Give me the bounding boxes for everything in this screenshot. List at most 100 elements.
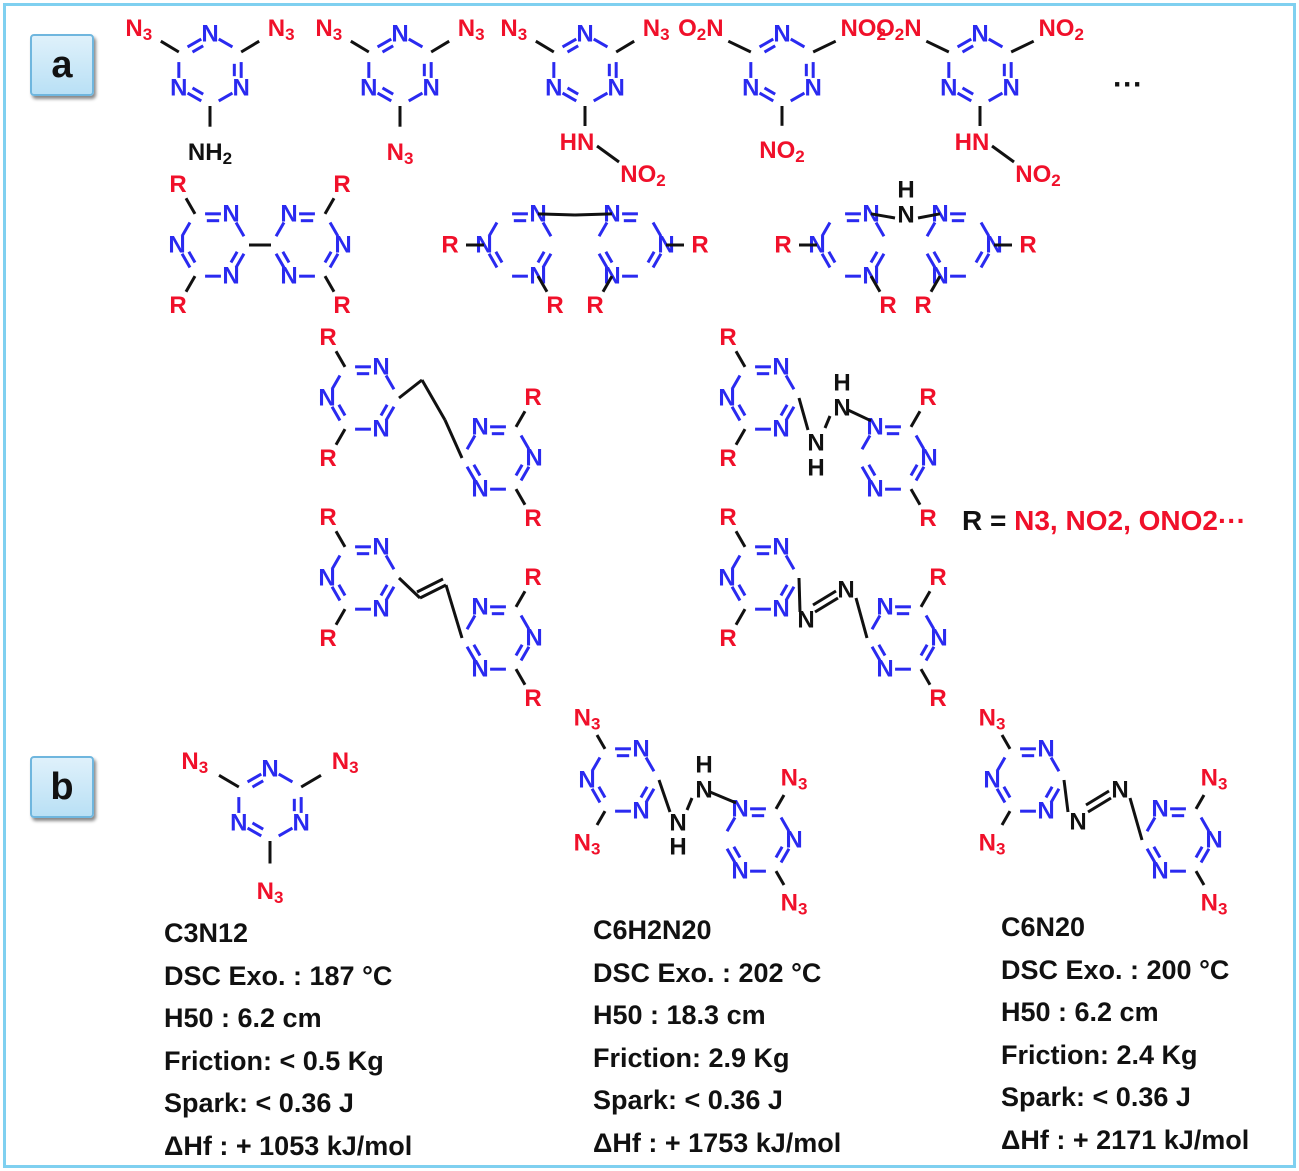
bond [870, 645, 882, 662]
bond [419, 583, 447, 600]
bond [376, 91, 393, 103]
ring-nitrogen: N [168, 232, 185, 259]
bond [561, 91, 578, 103]
bond [909, 488, 922, 506]
bond [274, 252, 286, 269]
bond [789, 37, 806, 49]
bond [789, 91, 806, 103]
spark: Spark: < 0.36 J [164, 1088, 354, 1118]
azide-group: N3 [979, 829, 1006, 858]
ring-nitrogen: N [772, 596, 789, 623]
bridge-hydrogen: H [807, 455, 824, 482]
bond [763, 86, 776, 96]
bond [186, 37, 203, 49]
ring-nitrogen: N [261, 756, 278, 783]
r-group: R [719, 324, 736, 351]
bond [519, 465, 531, 482]
bond [592, 91, 609, 103]
bond [274, 221, 286, 238]
ring-nitrogen: N [983, 767, 1000, 794]
bond [987, 37, 1004, 49]
bond [924, 645, 936, 662]
r-group: R [719, 445, 736, 472]
bond [514, 410, 527, 428]
bond [1152, 846, 1162, 859]
bond [877, 644, 887, 657]
r-group: R [333, 171, 350, 198]
r-group: R [719, 504, 736, 531]
azide-group: N3 [781, 764, 808, 793]
bond [995, 787, 1007, 804]
bond [924, 614, 936, 631]
bond [590, 787, 602, 804]
bond [472, 644, 482, 657]
bond [574, 212, 613, 217]
ring-nitrogen: N [731, 795, 748, 822]
ring-nitrogen: N [372, 533, 389, 560]
bond [184, 275, 197, 293]
ring-nitrogen: N [876, 656, 893, 683]
bond [1145, 816, 1157, 833]
bond [725, 847, 737, 864]
bond [590, 756, 602, 773]
r-group: R [319, 625, 336, 652]
bond [820, 252, 832, 269]
ring-nitrogen: N [233, 75, 250, 102]
bond [1000, 810, 1012, 826]
azide-group: N3 [574, 829, 601, 858]
bond [1010, 39, 1035, 54]
bond [514, 488, 527, 506]
ring-nitrogen: N [772, 416, 789, 443]
bond [337, 584, 347, 597]
r-group: R [1019, 232, 1036, 259]
bond [184, 197, 197, 215]
dsc-exo: DSC Exo. : 187 °C [164, 960, 393, 991]
bond [784, 554, 796, 571]
bond [487, 252, 499, 269]
bond [561, 37, 578, 49]
azide-group: N3 [125, 15, 152, 44]
ring-nitrogen: N [772, 353, 789, 380]
bond [337, 404, 347, 417]
nitramine-nh: HN [955, 129, 990, 156]
bond [823, 415, 832, 429]
bond [732, 846, 742, 859]
bond [874, 252, 886, 269]
friction: Friction: 2.4 Kg [1001, 1039, 1198, 1070]
bond [384, 554, 396, 571]
dsc-exo: DSC Exo. : 202 °C [593, 957, 822, 988]
ring-nitrogen: N [372, 353, 389, 380]
bond [961, 44, 974, 54]
bond [1087, 796, 1112, 814]
bond [592, 37, 609, 49]
r-group: R [919, 384, 936, 411]
bond [1194, 794, 1206, 810]
bond [514, 590, 527, 608]
azide-group: N3 [1201, 764, 1228, 793]
bond [541, 252, 553, 269]
bond [758, 37, 775, 49]
bond [186, 91, 203, 103]
r-group: R [719, 625, 736, 652]
ring-nitrogen: N [742, 75, 759, 102]
bond [465, 465, 477, 482]
bond [725, 816, 737, 833]
bond [847, 408, 872, 423]
bond [595, 810, 607, 826]
bond [919, 644, 929, 657]
bond [537, 212, 576, 217]
r-group: R [524, 685, 541, 712]
bond [1194, 846, 1204, 859]
bond [730, 585, 742, 602]
bond [797, 577, 802, 613]
bond [330, 374, 342, 391]
ring-nitrogen: N [525, 625, 542, 652]
bond [925, 252, 937, 269]
r-group: R [524, 505, 541, 532]
r-group: R [319, 445, 336, 472]
bond [1002, 786, 1012, 799]
ring-nitrogen: N [230, 810, 247, 837]
bond [1000, 734, 1012, 750]
bond [240, 39, 260, 54]
bond [384, 585, 396, 602]
